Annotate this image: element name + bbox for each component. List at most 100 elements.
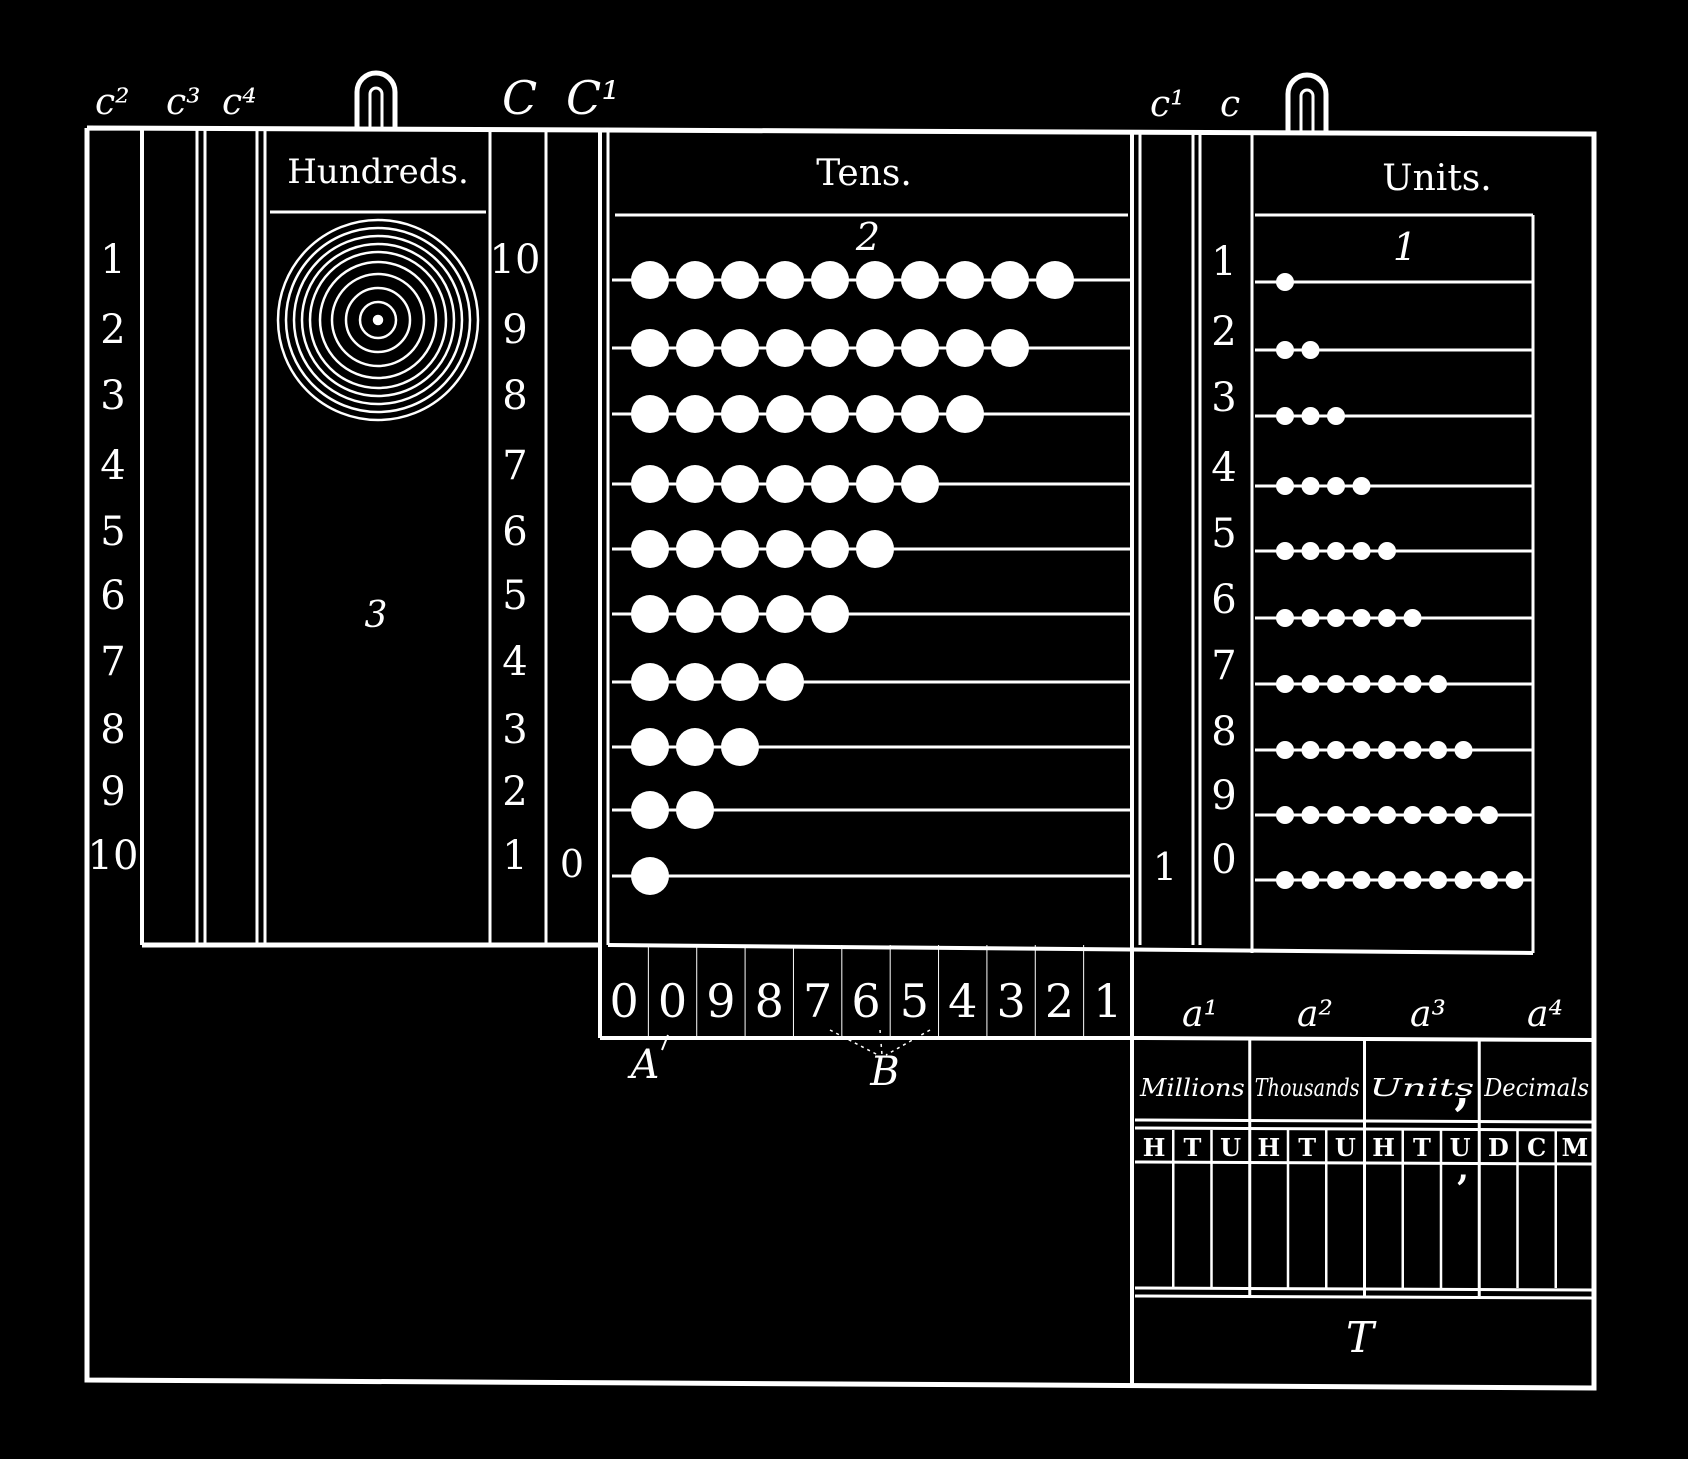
tens-bead <box>856 329 894 367</box>
place-value-column: U <box>1335 1133 1356 1162</box>
tens-bead <box>901 261 939 299</box>
units-bead <box>1352 741 1371 759</box>
tens-bead <box>946 395 984 433</box>
units-bead <box>1378 741 1396 759</box>
units-bead <box>1505 871 1524 889</box>
left-column-number: 8 <box>100 707 125 753</box>
place-value-column: T <box>1413 1133 1431 1162</box>
mark-c3: c³ <box>166 82 201 123</box>
units-bead <box>1429 741 1447 759</box>
tens-bead <box>676 791 714 829</box>
tens-bead <box>631 595 669 633</box>
left-column-number: 6 <box>100 573 125 619</box>
tens-bead <box>631 465 669 503</box>
units-bead <box>1276 806 1294 824</box>
mark-a2: a² <box>1297 994 1333 1035</box>
decimal-comma: , <box>1454 1065 1469 1116</box>
bottom-digit: 1 <box>1093 974 1122 1028</box>
mark-c: c <box>1220 84 1240 125</box>
frame <box>84 125 1597 1391</box>
tens-bead <box>631 530 669 568</box>
hundreds-header: Hundreds. <box>287 152 469 192</box>
tens-bead <box>946 329 984 367</box>
units-bead <box>1276 477 1294 495</box>
units-bead <box>1429 675 1447 693</box>
left-column-number: 10 <box>88 833 139 879</box>
b-leader-lines <box>829 1029 931 1056</box>
tens-bead <box>811 261 849 299</box>
units-bead <box>1480 871 1498 889</box>
tens-bead <box>901 329 939 367</box>
units-bead <box>1301 407 1320 425</box>
units-bead <box>1301 741 1320 759</box>
units-row-number: 5 <box>1211 511 1236 557</box>
bottom-digit: 7 <box>803 974 832 1028</box>
units-bead <box>1276 273 1294 291</box>
tens-row-number: 3 <box>502 707 527 753</box>
tens-bead <box>856 395 894 433</box>
units-bead <box>1403 741 1422 759</box>
tens-bead <box>721 530 759 568</box>
place-value-group: Thousands <box>1255 1074 1360 1102</box>
left-column-number: 4 <box>100 443 125 489</box>
units-bead <box>1301 806 1320 824</box>
units-bead <box>1327 477 1345 495</box>
mark-A: A <box>627 1042 660 1088</box>
tens-bead <box>721 395 759 433</box>
units-bead <box>1454 806 1473 824</box>
a-leader <box>661 1034 669 1051</box>
units-section-number: 1 <box>1393 225 1417 269</box>
mark-C1: C¹ <box>566 71 620 125</box>
units-bead <box>1276 609 1294 627</box>
tens-row-number: 8 <box>502 373 527 419</box>
units-bead <box>1403 675 1422 693</box>
units-bead <box>1352 675 1371 693</box>
units-bead <box>1454 871 1473 889</box>
tens-bead <box>946 261 984 299</box>
hundreds-disc <box>276 218 480 422</box>
units-bead <box>1276 407 1294 425</box>
tens-bead <box>766 595 804 633</box>
hook-icon-right <box>1285 72 1329 132</box>
bottom-digit: 4 <box>948 974 977 1028</box>
units-bead <box>1352 477 1371 495</box>
units-bead <box>1352 609 1371 627</box>
units-bead <box>1480 806 1498 824</box>
place-value-column: C <box>1527 1133 1546 1162</box>
tens-row-number: 1 <box>502 833 527 879</box>
tens-bead <box>631 261 669 299</box>
units-bead <box>1276 542 1294 560</box>
bottom-digit: 0 <box>610 974 639 1028</box>
tens-bead <box>676 595 714 633</box>
tens-bead <box>676 663 714 701</box>
mark-C: C <box>502 71 537 125</box>
units-bead <box>1352 542 1371 560</box>
left-column-number: 5 <box>100 509 125 555</box>
tens-bead <box>676 261 714 299</box>
units-bead <box>1403 871 1422 889</box>
units-bead <box>1378 806 1396 824</box>
tens-bead <box>991 329 1029 367</box>
units-bead <box>1327 675 1345 693</box>
place-value-column: U <box>1220 1133 1241 1162</box>
tens-bead <box>811 329 849 367</box>
units-bead <box>1378 675 1396 693</box>
bottom-digit: 9 <box>706 974 735 1028</box>
units-bead <box>1276 871 1294 889</box>
units-bead <box>1327 806 1345 824</box>
place-value-column: T <box>1183 1133 1201 1162</box>
decimal-comma-lower: , <box>1457 1149 1469 1189</box>
left-column-number: 9 <box>100 769 125 815</box>
units-bead <box>1276 341 1294 359</box>
tens-bead <box>721 329 759 367</box>
units-bead <box>1378 542 1396 560</box>
ten-units-label: 1 <box>1153 845 1177 889</box>
tens-bead <box>766 261 804 299</box>
tens-bead <box>766 530 804 568</box>
tens-bead <box>721 465 759 503</box>
units-bead <box>1327 542 1345 560</box>
units-header: Units. <box>1382 158 1491 199</box>
tens-bead <box>631 395 669 433</box>
tens-row-number: 9 <box>502 307 527 353</box>
tens-bead <box>721 261 759 299</box>
